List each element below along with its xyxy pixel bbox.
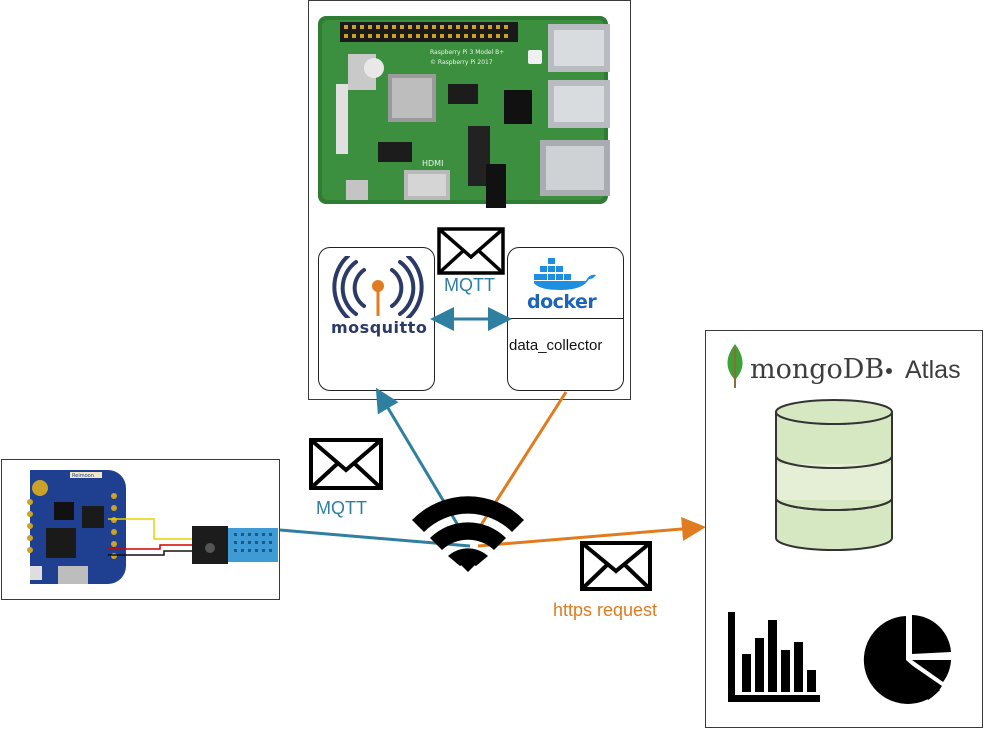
wemos-d1-mini-image: Reimoon <box>27 470 126 584</box>
board-year-text: © Raspberry Pi 2017 <box>430 59 493 66</box>
atlas-label: Atlas <box>905 356 961 384</box>
wifi-to-mongodb-arrow <box>477 517 706 548</box>
mongodb-label: mongoDB <box>750 354 885 385</box>
wemos-label: Reimoon <box>72 473 94 479</box>
pie-chart-icon <box>863 615 951 704</box>
docker-divider <box>508 318 624 319</box>
data-collector-label: data_collector <box>509 337 603 354</box>
envelope-icon-left <box>309 438 383 490</box>
docker-label: docker <box>527 291 597 313</box>
https-request-label: https request <box>553 600 658 620</box>
board-model-text: Raspberry Pi 3 Model B+ <box>430 49 504 56</box>
envelope-icon <box>437 227 505 275</box>
docker-box: docker data_collector <box>507 247 624 391</box>
dht-sensor-image <box>192 526 278 564</box>
wifi-icon <box>412 496 524 572</box>
database-icon <box>775 399 893 551</box>
mqtt-label-top: MQTT <box>444 275 495 295</box>
mosquitto-icon <box>332 256 424 318</box>
hdmi-label: HDMI <box>422 159 443 168</box>
mongodb-registered-mark <box>886 368 892 374</box>
mosquitto-box: mosquitto <box>318 247 435 391</box>
bar-chart-icon <box>728 612 820 702</box>
envelope-icon-https <box>580 541 652 591</box>
mqtt-label-left: MQTT <box>316 498 367 518</box>
mongodb-leaf-icon <box>727 344 743 388</box>
docker-whale-icon <box>534 258 596 290</box>
mosquitto-label: mosquitto <box>331 318 428 337</box>
raspberry-pi-board-image: HDMI Raspberry Pi 3 Model B+ © Raspberry… <box>318 16 610 208</box>
sensor-wires <box>108 518 198 556</box>
